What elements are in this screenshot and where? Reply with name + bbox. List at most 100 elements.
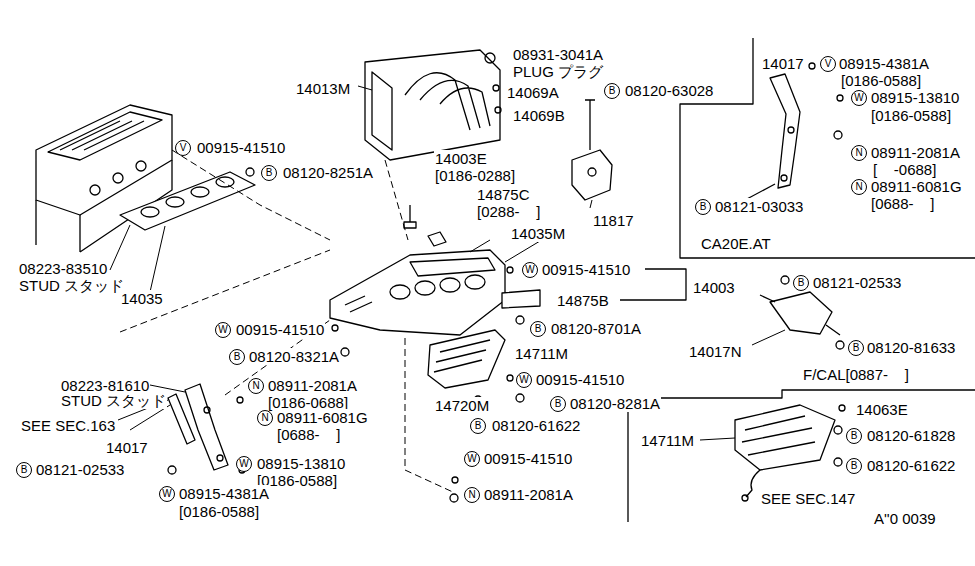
fastener-type-mark: B	[16, 462, 32, 478]
part-number: 14069A	[506, 84, 560, 101]
fastener-type-mark: V	[820, 56, 836, 72]
fastener-type-mark: V	[175, 140, 191, 156]
fastener-type-mark: B	[793, 275, 809, 291]
fastener-type-mark: B	[604, 83, 620, 99]
fastener-type-mark: N	[248, 378, 264, 394]
fastener-type-mark: B	[470, 418, 486, 434]
fastener-type-mark: N	[851, 179, 867, 195]
part-number: 08121-03033	[714, 198, 804, 215]
fastener-type-mark: W	[516, 372, 532, 388]
part-number: 08911-6081G	[870, 178, 963, 195]
part-number: A''0 0039	[873, 510, 937, 527]
part-number: 14003	[692, 279, 736, 296]
guide-lines	[120, 150, 455, 493]
leader-lines	[110, 86, 785, 440]
part-number: 08120-8701A	[550, 320, 642, 337]
part-number: 08223-83510	[18, 260, 108, 277]
fastener-type-mark: W	[236, 456, 252, 472]
intake-collector	[365, 50, 501, 160]
part-number: 08120-61622	[866, 457, 956, 474]
part-number: STUD スタッド	[18, 277, 125, 294]
part-number: 00915-41510	[196, 139, 286, 156]
part-number: 14063E	[855, 401, 909, 418]
part-number: 14875B	[556, 292, 610, 309]
part-number: 00915-41510	[235, 321, 325, 338]
fastener-type-mark: N	[851, 145, 867, 161]
part-number: 08911-2081A	[870, 144, 961, 161]
part-number: SEE SEC.147	[760, 490, 856, 507]
part-number: 14720M	[434, 397, 490, 414]
fastener-type-mark: B	[846, 458, 862, 474]
fastener-type-mark: N	[257, 410, 273, 426]
part-number: 08120-61622	[491, 417, 581, 434]
part-number: 08120-8251A	[282, 164, 374, 181]
part-number: 14035M	[510, 225, 566, 242]
part-number: 08915-4381A	[838, 55, 930, 72]
part-number: [0688- ]	[276, 426, 341, 443]
part-number: 14711M	[640, 432, 695, 449]
part-number: 08915-4381A	[178, 485, 270, 502]
part-number: PLUG プラグ	[512, 63, 604, 80]
fastener-type-mark: B	[848, 340, 864, 356]
fastener-type-mark: W	[851, 90, 867, 106]
part-number: 08911-6081G	[276, 409, 369, 426]
part-number: [0186-0588]	[870, 107, 952, 124]
part-number: 08120-8281A	[569, 395, 661, 412]
fitting-part	[428, 232, 446, 246]
part-number: 14875C	[476, 186, 531, 203]
part-number: 08120-81633	[866, 339, 956, 356]
intake-manifold	[330, 250, 540, 335]
part-number: 14711M	[514, 345, 569, 362]
fastener-type-mark: B	[229, 349, 245, 365]
part-number: [0186-0588]	[840, 72, 922, 89]
part-number: 14035	[120, 290, 164, 307]
part-number: 14069B	[512, 107, 566, 124]
part-number: 11817	[592, 212, 635, 229]
part-number: [0288- ]	[476, 203, 541, 220]
part-number: 00915-41510	[541, 261, 631, 278]
cylinder-head	[36, 105, 172, 252]
plug-part	[404, 205, 416, 228]
fcal-heat-shield	[735, 405, 835, 501]
part-number: 08120-61828	[866, 427, 956, 444]
part-number: 08911-2081A	[483, 486, 574, 503]
fastener-type-mark: B	[695, 199, 711, 215]
part-number: 08120-8321A	[248, 348, 340, 365]
fastener-type-mark: W	[215, 322, 231, 338]
part-number: [0688- ]	[870, 195, 935, 212]
fasteners	[168, 63, 845, 502]
part-number: 08121-02533	[35, 461, 125, 478]
fastener-type-mark: B	[261, 165, 277, 181]
fastener-type-mark: N	[464, 487, 480, 503]
fastener-type-mark: W	[159, 486, 175, 502]
fastener-type-mark: B	[530, 321, 546, 337]
part-number: 14017	[105, 439, 149, 456]
part-number: [0186-0588]	[178, 503, 260, 520]
part-number: 08915-13810	[870, 89, 960, 106]
part-number: 14017	[761, 55, 805, 72]
part-number: SEE SEC.163	[20, 417, 116, 434]
fastener-type-mark: W	[522, 262, 538, 278]
bracket-11817	[572, 100, 612, 200]
part-number: STUD スタッド	[60, 392, 167, 409]
fastener-type-mark: W	[464, 451, 480, 467]
manifold-gasket	[120, 172, 255, 230]
part-number: 14003E	[434, 150, 488, 167]
bracket-14017	[168, 384, 228, 470]
part-number: 08931-3041A	[512, 46, 604, 63]
fastener-type-mark: B	[550, 396, 566, 412]
part-number: 00915-41510	[483, 450, 573, 467]
fastener-type-mark: B	[846, 428, 862, 444]
part-number: 14017N	[688, 343, 743, 360]
part-number: [0186-0288]	[434, 167, 516, 184]
part-number: [ -0688]	[872, 161, 937, 178]
part-number: 08120-63028	[624, 82, 714, 99]
part-number: F/CAL[0887- ]	[802, 366, 910, 383]
part-number: 08915-13810	[256, 455, 346, 472]
bracket-14017n	[760, 292, 840, 335]
part-number: 14013M	[295, 80, 351, 97]
part-number: 00915-41510	[535, 371, 625, 388]
inset-frame	[680, 38, 975, 258]
heat-shield	[428, 330, 505, 388]
inset-frame	[628, 390, 975, 522]
